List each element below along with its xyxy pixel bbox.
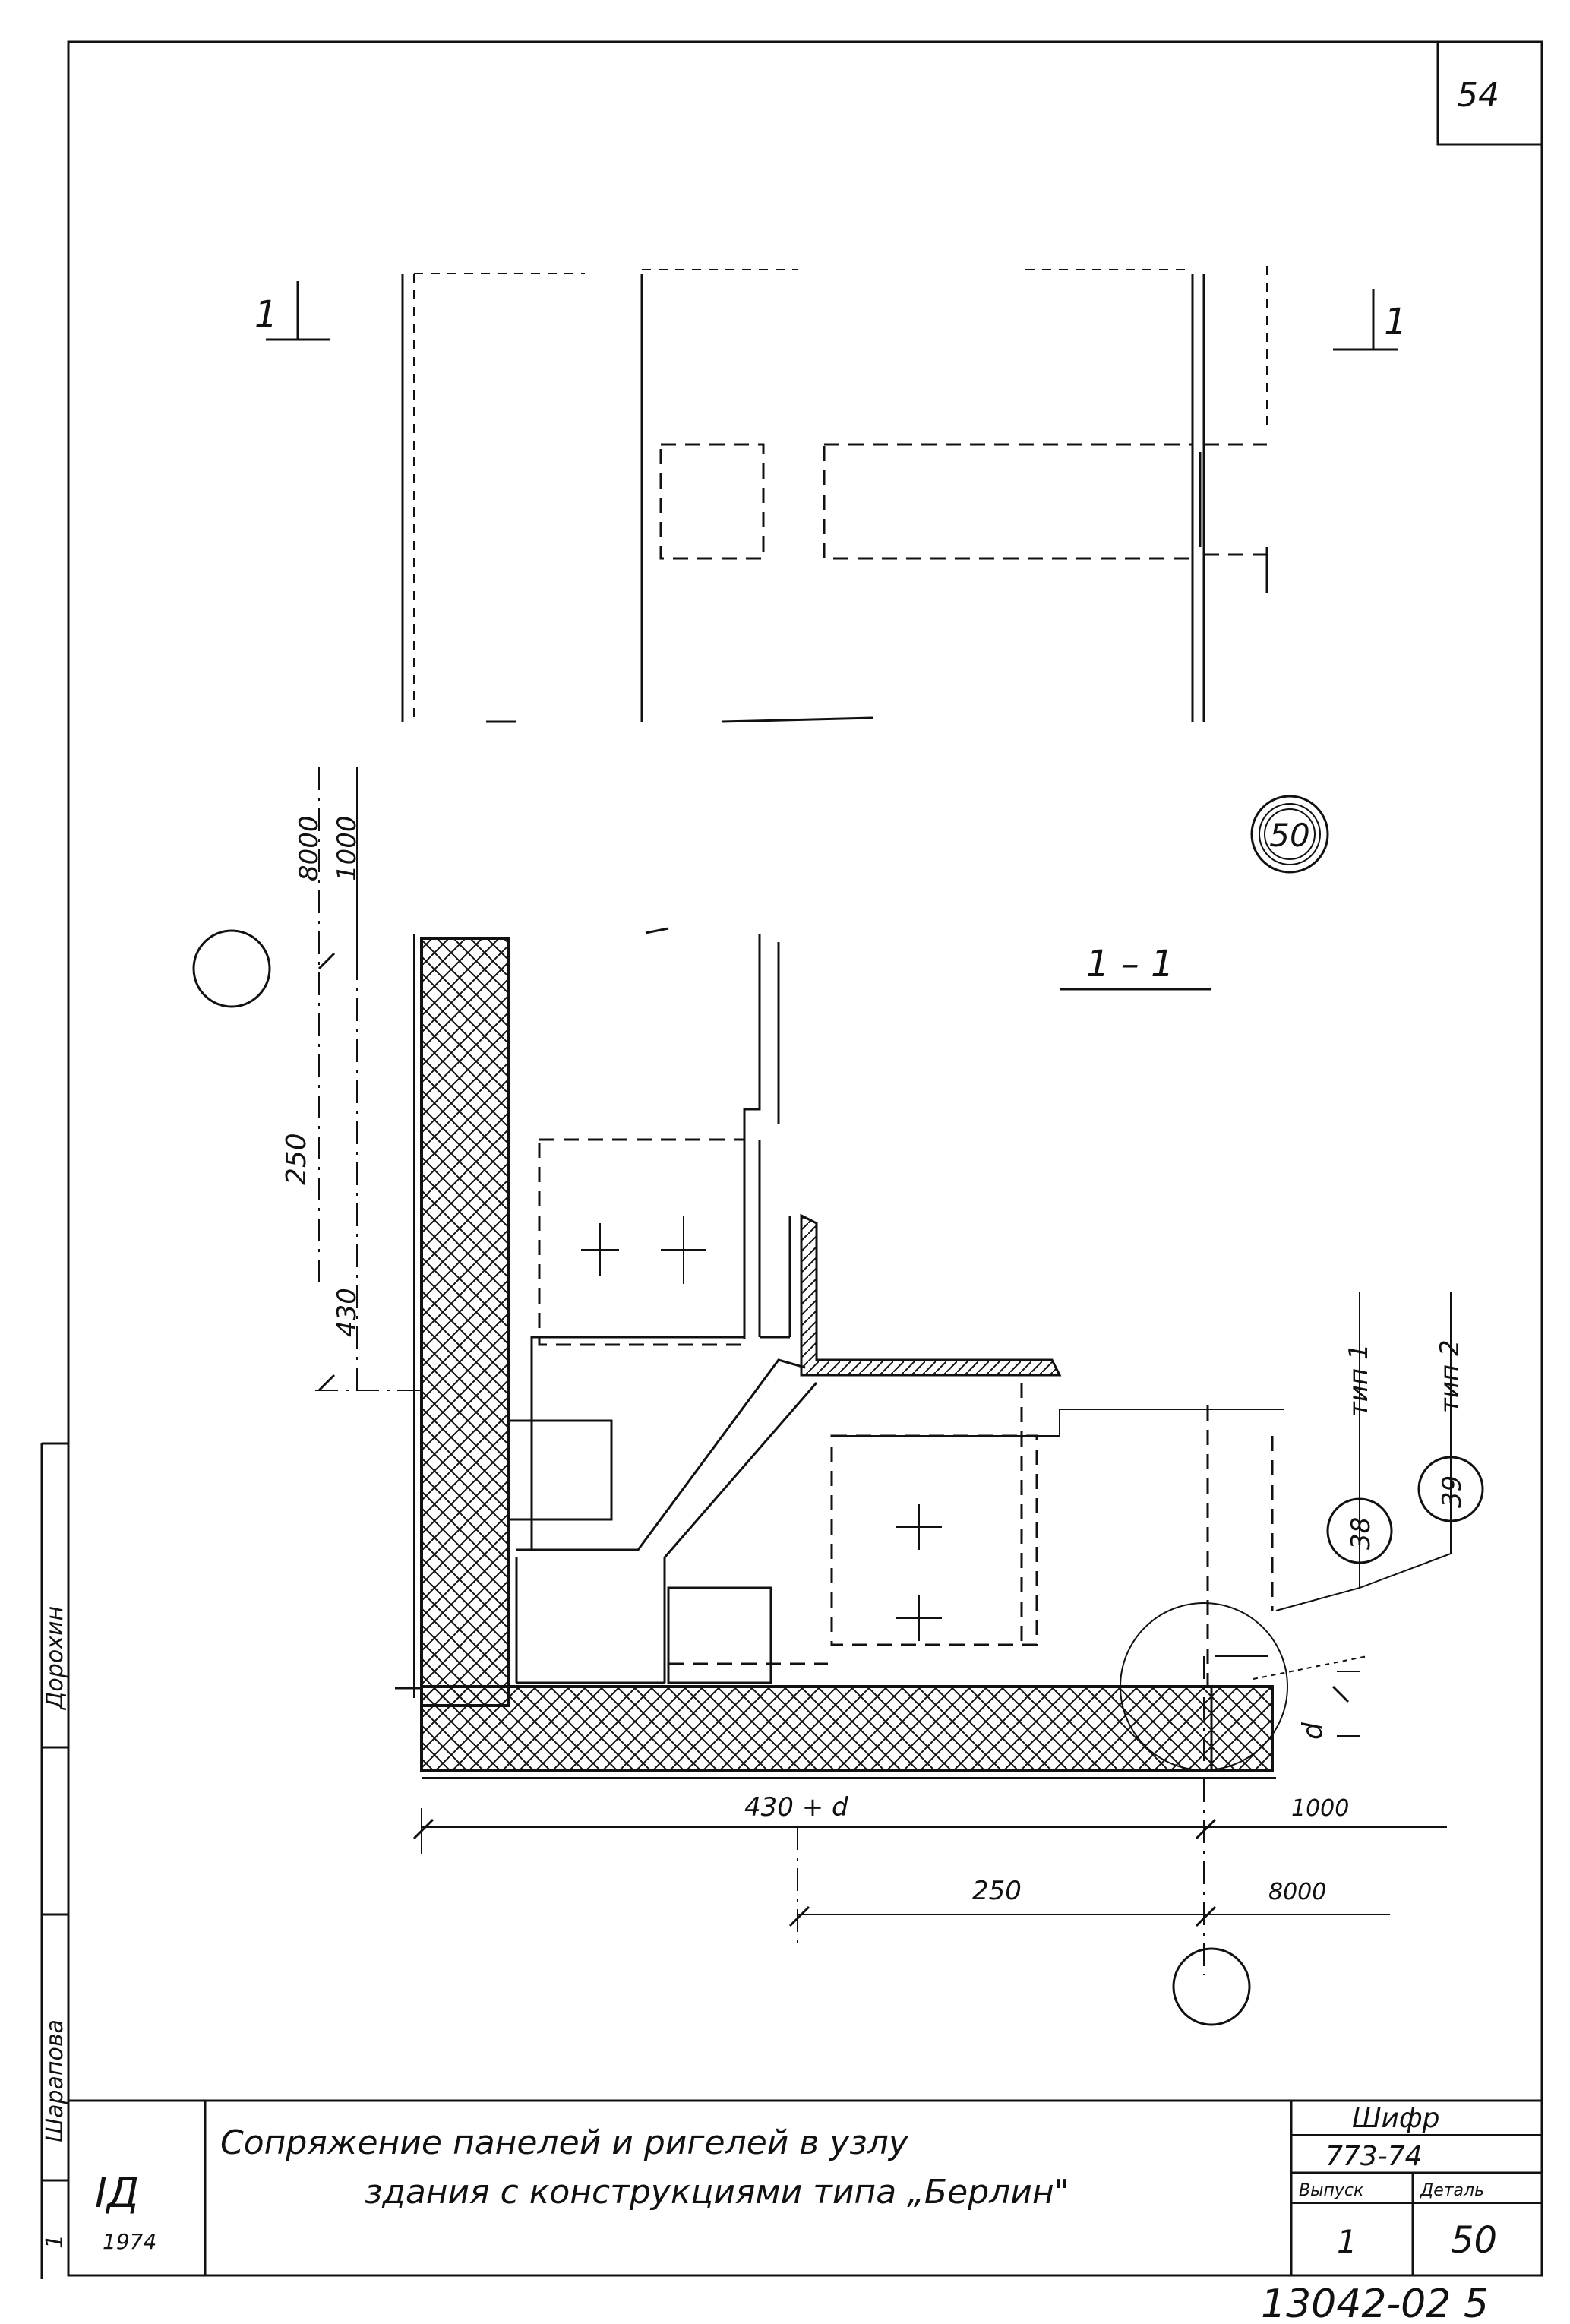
dim-vertical-1000: 1000	[332, 815, 362, 881]
gap-dimension	[1331, 1671, 1360, 1737]
section-1-1	[395, 927, 1368, 1779]
callout-39-number: 39	[1437, 1475, 1467, 1508]
cipher-label: Шифр	[1352, 2103, 1440, 2134]
side-stamp-entry2: Шарапова	[42, 2019, 68, 2142]
bottom-code: 13042-02 5	[1261, 2281, 1489, 2324]
axis-bubble-left	[192, 929, 271, 1008]
sheet-frame	[67, 40, 1543, 2277]
callout-39-circle	[1417, 1456, 1484, 1522]
sheet-number: 54	[1457, 76, 1499, 115]
cipher-value: 773-74	[1325, 2141, 1423, 2172]
section-mark-right-label: 1	[1384, 301, 1407, 343]
callout-38-circle	[1326, 1497, 1393, 1564]
dim-horizontal-1000: 1000	[1291, 1795, 1349, 1822]
side-stamp-entry1: Дорохин	[42, 1606, 68, 1711]
detail-value: 50	[1451, 2219, 1497, 2262]
detail-reference-circle	[1250, 795, 1329, 874]
callout-type2	[1359, 1292, 1484, 1589]
dim-horizontal-430d: 430 + d	[744, 1792, 848, 1823]
logo-year: 1974	[103, 2229, 156, 2254]
vertical-dimension-chain	[315, 767, 425, 1392]
dim-horizontal-8000: 8000	[1268, 1879, 1326, 1905]
title-line-1: Сопряжение панелей и ригелей в узлу	[220, 2123, 909, 2162]
callout-38-number: 38	[1346, 1517, 1376, 1550]
issue-label: Выпуск	[1299, 2181, 1364, 2200]
section-marker-left	[266, 281, 330, 341]
section-marker-right	[1333, 289, 1398, 351]
floor-panel	[420, 1685, 1274, 1772]
dim-vertical-430: 430	[332, 1288, 362, 1337]
dim-vertical-250: 250	[281, 1133, 312, 1185]
sheet-number-box	[1436, 40, 1543, 146]
callout-type1-label: тип 1	[1344, 1343, 1374, 1417]
dim-vertical-8000: 8000	[294, 815, 324, 881]
section-title: 1 – 1	[1086, 943, 1174, 985]
dim-horizontal-250: 250	[972, 1876, 1022, 1906]
axis-bubble-bottom	[1172, 1947, 1251, 2026]
detail-label: Деталь	[1420, 2181, 1484, 2200]
callout-type1	[1275, 1292, 1393, 1611]
section-mark-left-label: 1	[254, 293, 278, 336]
horizontal-dimension-chain	[412, 1656, 1447, 1975]
logo-letters: IД	[95, 2169, 139, 2217]
plan-view	[401, 266, 1268, 723]
issue-value: 1	[1337, 2223, 1357, 2260]
side-stamp	[40, 1442, 68, 2279]
title-block	[68, 2099, 1542, 2275]
steel-angle	[800, 1213, 1062, 1377]
dim-gap-d: d	[1297, 1722, 1328, 1740]
side-stamp-entry3: 1	[42, 2234, 68, 2249]
title-line-2: здания с конструкциями типа „Берлин"	[365, 2173, 1069, 2212]
vertical-wall-panel	[420, 937, 510, 1707]
detail-reference-number: 50	[1269, 817, 1309, 854]
callout-type2-label: тип 2	[1435, 1339, 1465, 1413]
